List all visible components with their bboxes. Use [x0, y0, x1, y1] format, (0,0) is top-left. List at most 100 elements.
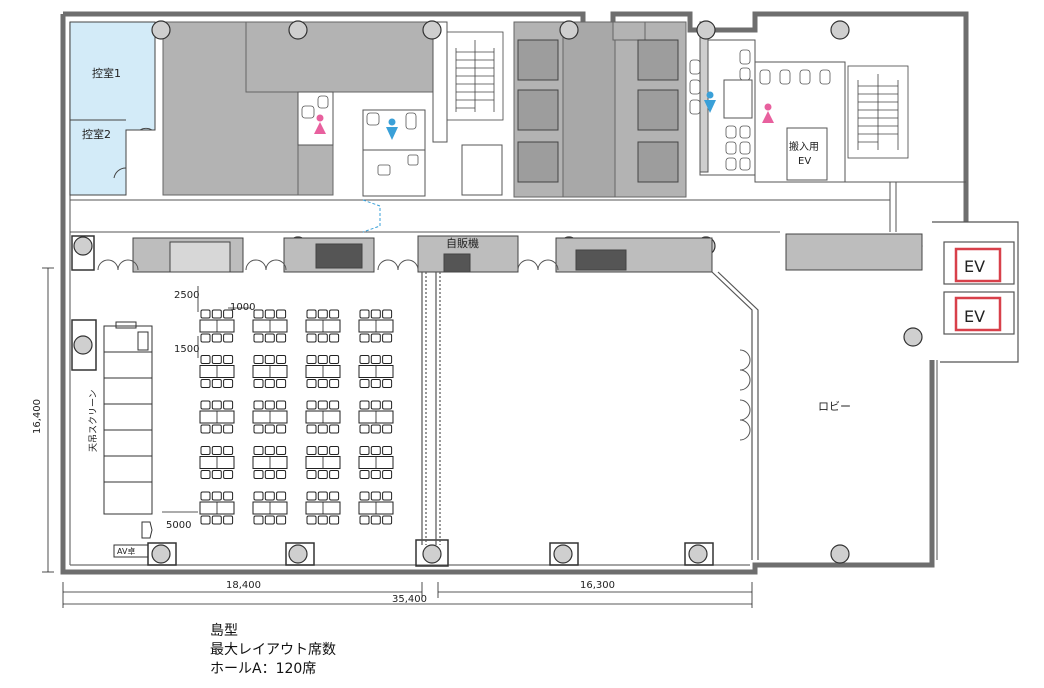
- chair: [223, 515, 234, 525]
- chair: [264, 309, 275, 319]
- room-label-lobby: ロビー: [818, 400, 851, 413]
- chair: [329, 400, 340, 410]
- chair: [253, 355, 264, 364]
- chair: [370, 400, 381, 410]
- chair: [211, 424, 222, 434]
- screen-label: 天吊スクリーン: [88, 389, 99, 452]
- room-label-waiting2: 控室2: [82, 127, 111, 141]
- spacing-2500: 2500: [174, 290, 199, 301]
- chair: [382, 446, 393, 455]
- island-table: [199, 355, 235, 388]
- ev-car-1: [954, 247, 1002, 283]
- chair: [211, 355, 222, 364]
- chair: [276, 515, 287, 525]
- island-table: [252, 400, 288, 434]
- chair: [276, 355, 287, 364]
- island-table: [305, 309, 341, 343]
- chair: [306, 355, 317, 364]
- chair: [223, 424, 234, 434]
- chair: [253, 309, 264, 319]
- chair: [211, 379, 222, 388]
- chair: [329, 446, 340, 455]
- island-table: [199, 446, 235, 479]
- island-table: [305, 400, 341, 434]
- island-table: [305, 446, 341, 479]
- caption-max-seats-title: 最大レイアウト席数: [210, 642, 336, 658]
- corridor-walls: [70, 181, 966, 233]
- island-seating: [199, 309, 394, 525]
- chair: [264, 470, 275, 479]
- chair: [200, 355, 211, 364]
- female-restroom-icon: [314, 103, 774, 134]
- chair: [211, 491, 222, 501]
- island-table: [305, 491, 341, 525]
- dimension-total-width: 35,400: [392, 594, 427, 605]
- chair: [223, 446, 234, 455]
- spacing-1500: 1500: [174, 344, 199, 355]
- chair: [223, 309, 234, 319]
- chair: [223, 470, 234, 479]
- island-table: [252, 309, 288, 343]
- chair: [264, 355, 275, 364]
- chair: [211, 515, 222, 525]
- corridor-cabinets: [132, 233, 923, 273]
- chair: [223, 379, 234, 388]
- island-table: [358, 491, 394, 525]
- island-table: [305, 355, 341, 388]
- chair: [359, 379, 370, 388]
- chair: [382, 309, 393, 319]
- ev-label-2: EV: [964, 307, 985, 326]
- chair: [317, 333, 328, 343]
- chair: [317, 424, 328, 434]
- chair: [370, 379, 381, 388]
- chair: [211, 446, 222, 455]
- island-table: [358, 355, 394, 388]
- chair: [329, 355, 340, 364]
- elevator-hall: [932, 221, 1019, 363]
- chair: [200, 446, 211, 455]
- ev-car-2: [954, 296, 1002, 332]
- room-label-waiting1: 控室1: [92, 66, 121, 80]
- chair: [382, 515, 393, 525]
- chair: [317, 515, 328, 525]
- chair: [329, 491, 340, 501]
- chair: [253, 491, 264, 501]
- caption-hall-capacity: ホールA：120席: [210, 661, 317, 677]
- chair: [200, 333, 211, 343]
- chair: [264, 491, 275, 501]
- chair: [276, 379, 287, 388]
- column-bases: [71, 235, 714, 567]
- caption-layout-type: 島型: [210, 623, 238, 639]
- chair: [370, 309, 381, 319]
- chair: [276, 400, 287, 410]
- chair: [253, 424, 264, 434]
- chair: [253, 446, 264, 455]
- stairwell-right: [847, 65, 909, 159]
- hall-a-boundary: [421, 271, 759, 560]
- chair: [370, 446, 381, 455]
- chair: [370, 491, 381, 501]
- chair: [200, 309, 211, 319]
- ev-label-1: EV: [964, 257, 985, 276]
- chair: [317, 309, 328, 319]
- male-restroom-icon: [386, 91, 716, 140]
- chair: [276, 424, 287, 434]
- chair: [306, 309, 317, 319]
- chair: [329, 333, 340, 343]
- chair: [223, 400, 234, 410]
- chair: [306, 515, 317, 525]
- chair: [317, 470, 328, 479]
- island-table: [358, 446, 394, 479]
- toilet-stalls: [301, 49, 831, 176]
- chair: [276, 491, 287, 501]
- chair: [382, 470, 393, 479]
- spacing-5000: 5000: [166, 520, 191, 531]
- chair: [264, 333, 275, 343]
- island-table: [358, 309, 394, 343]
- chair: [329, 470, 340, 479]
- room-label-freight-ev-2: EV: [798, 156, 811, 167]
- chair: [200, 400, 211, 410]
- island-table: [252, 446, 288, 479]
- chair: [359, 446, 370, 455]
- chair: [382, 491, 393, 501]
